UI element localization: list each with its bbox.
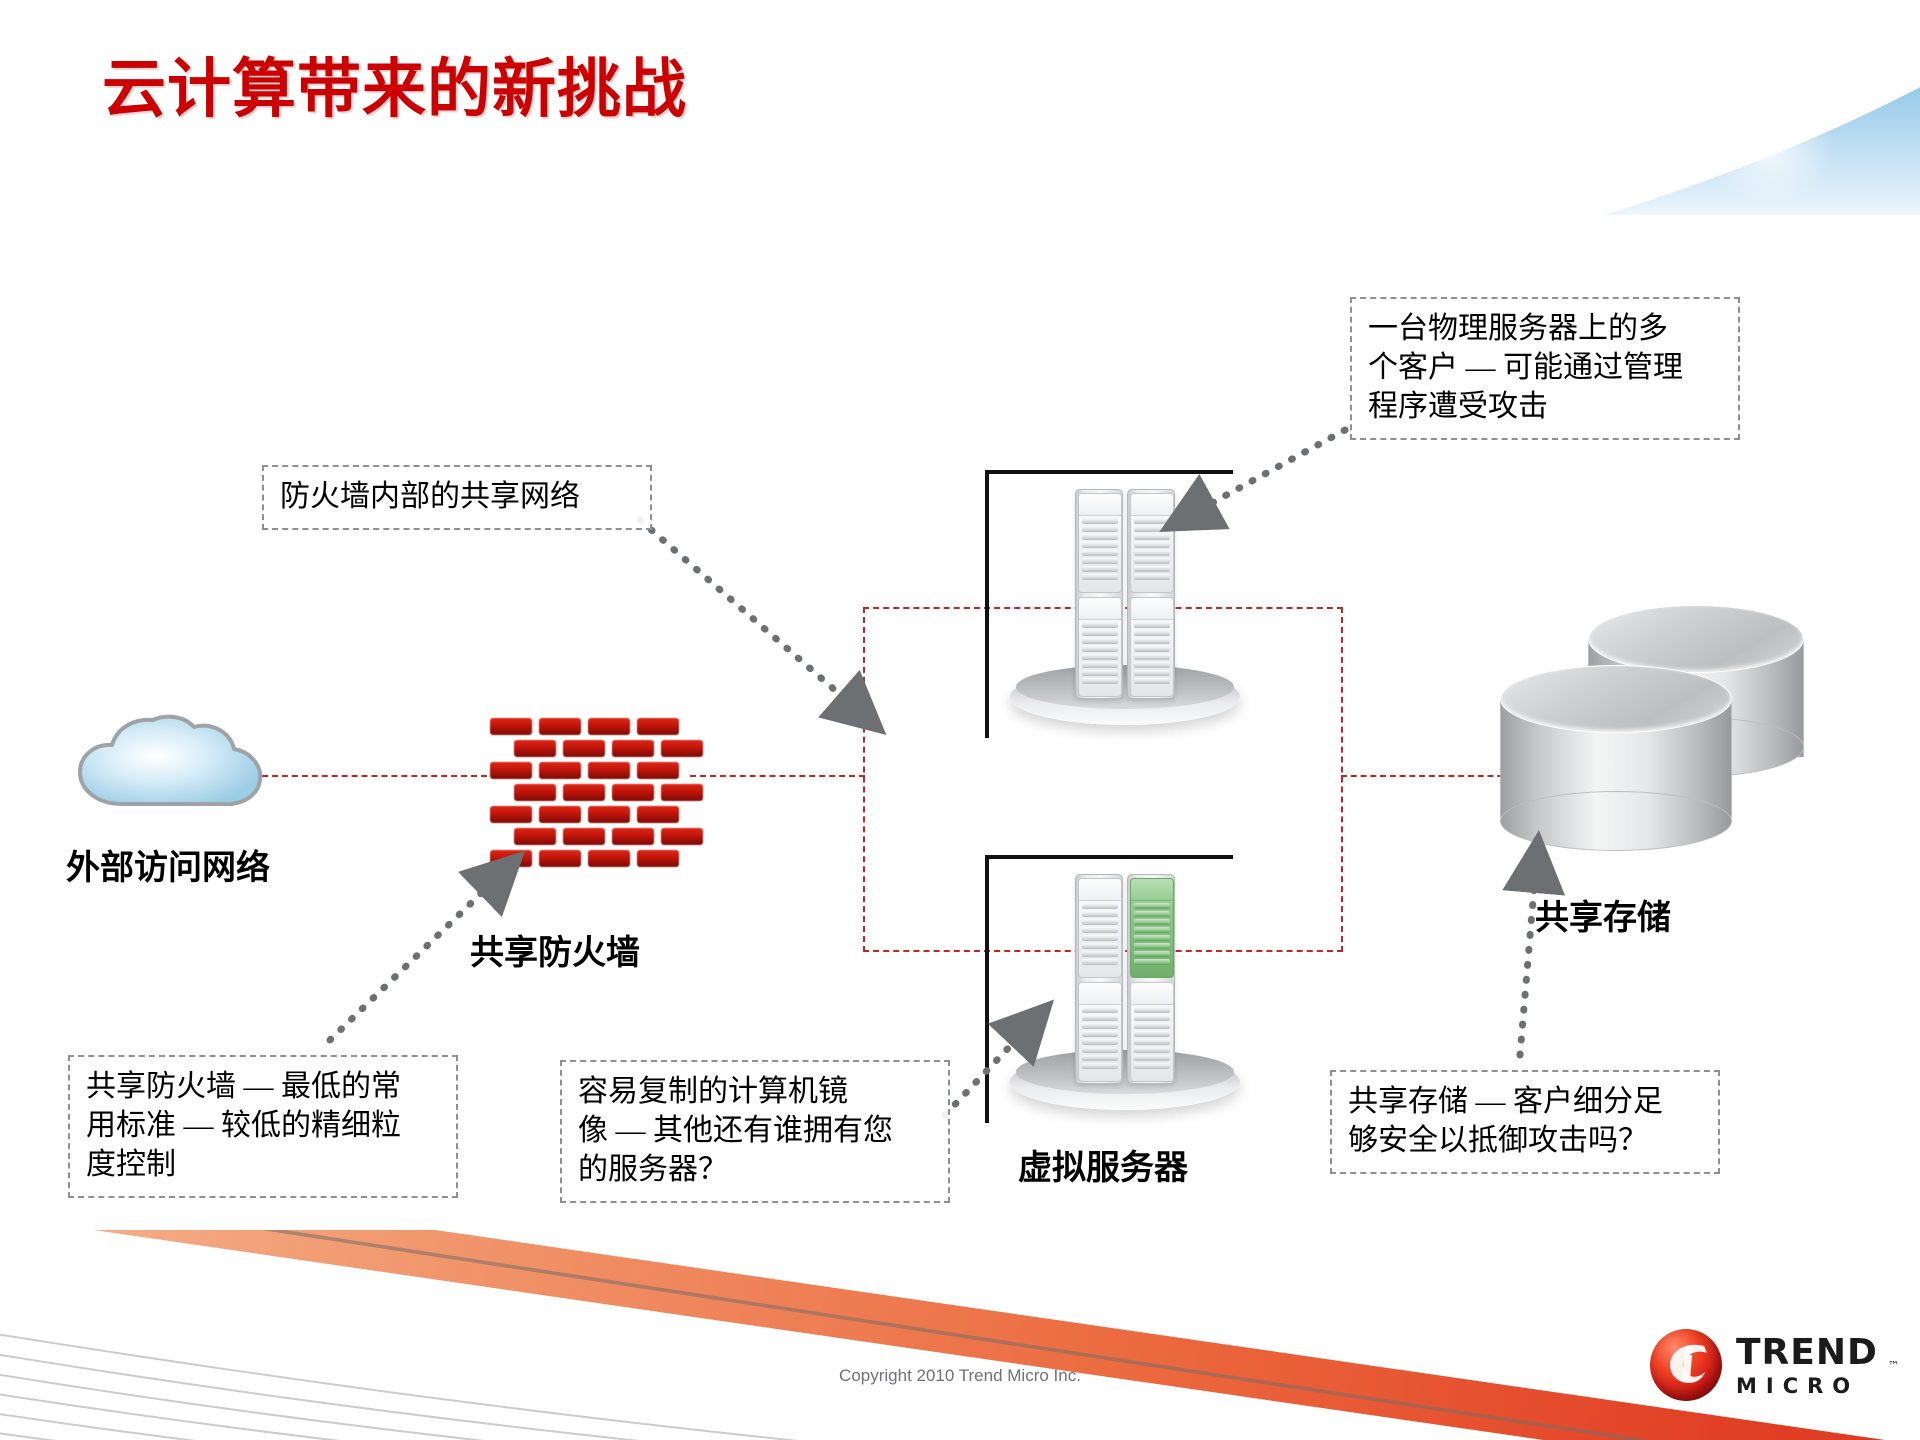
- callout-text-line: 共享存储 — 客户细分足: [1348, 1085, 1663, 1118]
- callout-text-line: 的服务器？: [578, 1153, 728, 1186]
- footer-fan-lines: [0, 1333, 799, 1440]
- banner-arc-inner-white: [0, 0, 1920, 215]
- callout-easy-to-copy-images: 容易复制的计算机镜 像 — 其他还有谁拥有您 的服务器？: [560, 1060, 950, 1203]
- copyright-text: Copyright 2010 Trend Micro Inc.: [839, 1366, 1081, 1385]
- callout-shared-network-inside-firewall: 防火墙内部的共享网络: [262, 465, 652, 530]
- trend-micro-wordmark: TREND MICRO: [1736, 1335, 1878, 1397]
- header-banner: [0, 0, 1920, 215]
- callout-text-line: 一台物理服务器上的多: [1368, 312, 1668, 345]
- server-rack-icon-bottom: [1010, 860, 1240, 1110]
- callout-text-line: 用标准 — 较低的精细粒: [86, 1109, 401, 1142]
- server-tower-right: [1127, 874, 1175, 1084]
- logo-brand-top: TREND: [1736, 1332, 1878, 1373]
- link-cloud-to-firewall: [262, 775, 487, 777]
- brick-wall-icon: [490, 718, 703, 868]
- link-zone-to-storage: [1341, 775, 1513, 777]
- trend-micro-swirl-icon: [1670, 1344, 1707, 1383]
- server-tower-left: [1075, 489, 1123, 699]
- footer-decoration: [0, 1230, 1920, 1440]
- server-tower-right: [1127, 489, 1175, 699]
- callout-text-line: 个客户 — 可能通过管理: [1368, 351, 1683, 384]
- callout-shared-firewall-issue: 共享防火墙 — 最低的常 用标准 — 较低的精细粒 度控制: [68, 1055, 458, 1198]
- callout-text-line: 度控制: [86, 1148, 176, 1181]
- logo-brand-bottom: MICRO: [1736, 1374, 1860, 1398]
- server-rack-icon-top: [1010, 475, 1240, 725]
- link-firewall-to-zone: [690, 775, 865, 777]
- callout-text-line: 够安全以抵御攻击吗？: [1348, 1124, 1648, 1157]
- server-base-top: [1016, 665, 1234, 709]
- label-external-network: 外部访问网络: [66, 850, 270, 887]
- label-shared-storage: 共享存储: [1535, 900, 1671, 937]
- cloud-icon: [70, 712, 270, 822]
- callout-text-line: 共享防火墙 — 最低的常: [86, 1070, 401, 1103]
- callout-text-line: 防火墙内部的共享网络: [280, 480, 580, 513]
- callout-text-line: 容易复制的计算机镜: [578, 1075, 848, 1108]
- label-virtual-servers: 虚拟服务器: [1018, 1150, 1188, 1187]
- server-group-bracket-bottom: [985, 855, 1233, 1123]
- server-tower-left: [1075, 874, 1123, 1084]
- storage-cylinder-front: [1500, 665, 1732, 851]
- callout-text-line: 程序遭受攻击: [1368, 390, 1548, 423]
- logo-trademark: ™: [1888, 1359, 1899, 1372]
- database-cylinders-icon: [1500, 605, 1820, 855]
- label-shared-firewall: 共享防火墙: [470, 935, 640, 972]
- callout-multi-tenant-physical-server: 一台物理服务器上的多 个客户 — 可能通过管理 程序遭受攻击: [1350, 297, 1740, 440]
- highlighted-vm-panel: [1130, 878, 1174, 978]
- server-group-bracket-top: [985, 470, 1233, 738]
- callout-text-line: 像 — 其他还有谁拥有您: [578, 1114, 893, 1147]
- trend-micro-logo: TREND MICRO ™: [1650, 1325, 1900, 1405]
- server-base-top: [1016, 1050, 1234, 1094]
- page-title: 云计算带来的新挑战: [102, 53, 687, 127]
- callout-shared-storage-issue: 共享存储 — 客户细分足 够安全以抵御攻击吗？: [1330, 1070, 1720, 1174]
